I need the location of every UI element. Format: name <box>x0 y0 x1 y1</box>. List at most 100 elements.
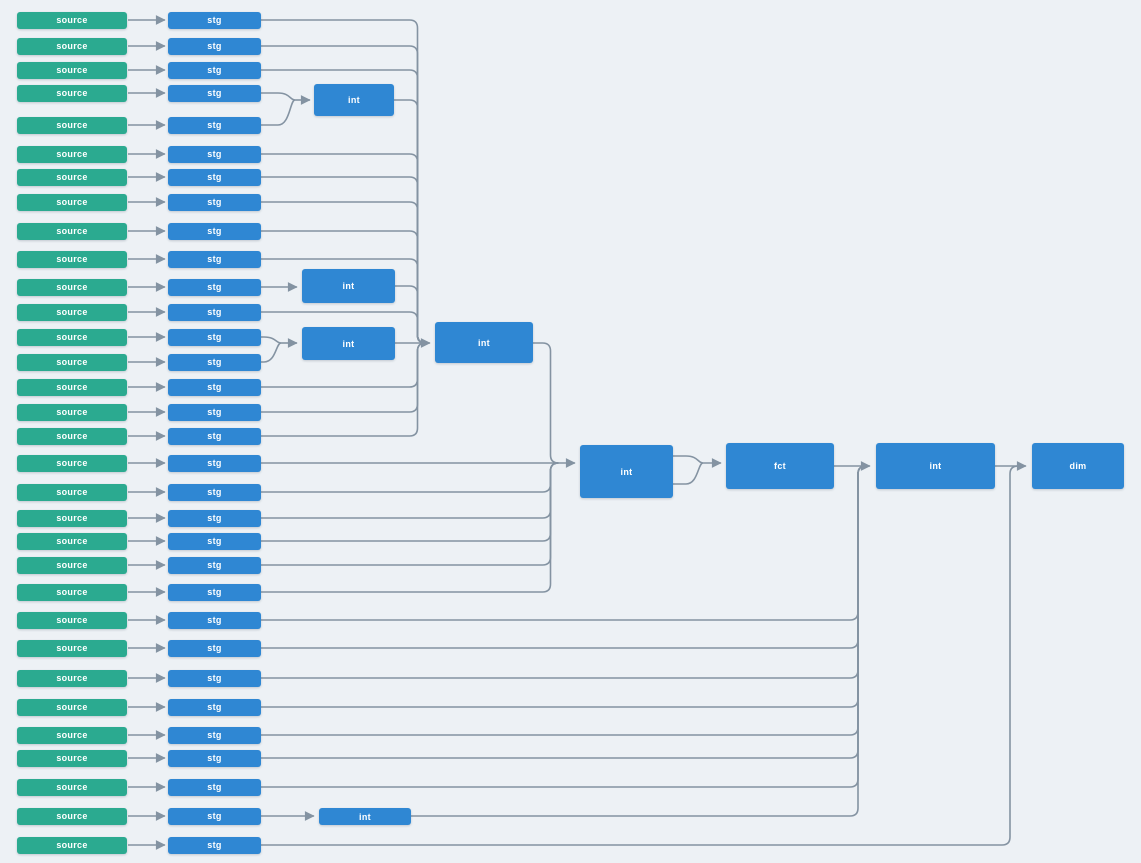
node-label: source <box>56 357 88 367</box>
node-label: stg <box>207 282 222 292</box>
node-source-32[interactable]: source <box>17 836 127 854</box>
node-int-e[interactable]: int <box>580 445 673 498</box>
node-label: int <box>342 281 355 291</box>
node-stg-5[interactable]: stg <box>168 116 261 134</box>
node-label: source <box>56 643 88 653</box>
node-source-3[interactable]: source <box>17 61 127 79</box>
node-source-17[interactable]: source <box>17 427 127 445</box>
node-stg-28[interactable]: stg <box>168 726 261 744</box>
node-label: source <box>56 254 88 264</box>
node-source-7[interactable]: source <box>17 168 127 186</box>
node-source-28[interactable]: source <box>17 726 127 744</box>
node-label: source <box>56 65 88 75</box>
node-source-14[interactable]: source <box>17 353 127 371</box>
node-stg-22[interactable]: stg <box>168 556 261 574</box>
node-int-d[interactable]: int <box>435 322 533 363</box>
node-stg-7[interactable]: stg <box>168 168 261 186</box>
node-source-13[interactable]: source <box>17 328 127 346</box>
node-stg-1[interactable]: stg <box>168 11 261 29</box>
node-int-f[interactable]: int <box>876 443 995 489</box>
node-stg-20[interactable]: stg <box>168 509 261 527</box>
node-label: stg <box>207 782 222 792</box>
node-stg-13[interactable]: stg <box>168 328 261 346</box>
node-source-16[interactable]: source <box>17 403 127 421</box>
node-stg-3[interactable]: stg <box>168 61 261 79</box>
node-label: stg <box>207 811 222 821</box>
node-int-c[interactable]: int <box>302 327 395 360</box>
node-source-12[interactable]: source <box>17 303 127 321</box>
node-stg-30[interactable]: stg <box>168 778 261 796</box>
node-stg-4[interactable]: stg <box>168 84 261 102</box>
node-stg-31[interactable]: stg <box>168 807 261 825</box>
node-stg-23[interactable]: stg <box>168 583 261 601</box>
edge <box>395 285 426 344</box>
node-label: source <box>56 811 88 821</box>
node-source-15[interactable]: source <box>17 378 127 396</box>
node-stg-10[interactable]: stg <box>168 250 261 268</box>
node-source-1[interactable]: source <box>17 11 127 29</box>
node-label: source <box>56 226 88 236</box>
node-source-29[interactable]: source <box>17 749 127 767</box>
node-stg-15[interactable]: stg <box>168 378 261 396</box>
node-stg-14[interactable]: stg <box>168 353 261 371</box>
node-label: source <box>56 407 88 417</box>
node-label: source <box>56 730 88 740</box>
node-stg-18[interactable]: stg <box>168 454 261 472</box>
node-stg-26[interactable]: stg <box>168 669 261 687</box>
node-stg-9[interactable]: stg <box>168 222 261 240</box>
node-stg-12[interactable]: stg <box>168 303 261 321</box>
node-label: dim <box>1069 461 1087 471</box>
node-stg-11[interactable]: stg <box>168 278 261 296</box>
node-source-8[interactable]: source <box>17 193 127 211</box>
node-source-11[interactable]: source <box>17 278 127 296</box>
node-source-23[interactable]: source <box>17 583 127 601</box>
node-stg-29[interactable]: stg <box>168 749 261 767</box>
node-source-25[interactable]: source <box>17 639 127 657</box>
node-stg-16[interactable]: stg <box>168 403 261 421</box>
node-stg-6[interactable]: stg <box>168 145 261 163</box>
node-label: stg <box>207 120 222 130</box>
node-label: int <box>929 461 942 471</box>
node-source-30[interactable]: source <box>17 778 127 796</box>
edge <box>261 465 867 621</box>
node-stg-17[interactable]: stg <box>168 427 261 445</box>
node-source-27[interactable]: source <box>17 698 127 716</box>
edge <box>261 462 559 519</box>
node-source-4[interactable]: source <box>17 84 127 102</box>
node-source-22[interactable]: source <box>17 556 127 574</box>
node-int-a[interactable]: int <box>314 84 394 116</box>
node-source-26[interactable]: source <box>17 669 127 687</box>
node-source-18[interactable]: source <box>17 454 127 472</box>
node-source-5[interactable]: source <box>17 116 127 134</box>
node-source-20[interactable]: source <box>17 509 127 527</box>
node-fct[interactable]: fct <box>726 443 834 489</box>
node-source-24[interactable]: source <box>17 611 127 629</box>
edge <box>261 465 867 759</box>
node-int-b[interactable]: int <box>302 269 395 303</box>
node-stg-27[interactable]: stg <box>168 698 261 716</box>
node-source-2[interactable]: source <box>17 37 127 55</box>
node-stg-32[interactable]: stg <box>168 836 261 854</box>
node-source-9[interactable]: source <box>17 222 127 240</box>
node-label: source <box>56 702 88 712</box>
node-label: stg <box>207 840 222 850</box>
node-stg-25[interactable]: stg <box>168 639 261 657</box>
node-label: stg <box>207 615 222 625</box>
node-source-6[interactable]: source <box>17 145 127 163</box>
node-label: stg <box>207 643 222 653</box>
node-stg-2[interactable]: stg <box>168 37 261 55</box>
node-stg-24[interactable]: stg <box>168 611 261 629</box>
node-int-g[interactable]: int <box>319 808 411 825</box>
node-label: source <box>56 332 88 342</box>
node-stg-19[interactable]: stg <box>168 483 261 501</box>
node-stg-21[interactable]: stg <box>168 532 261 550</box>
node-source-31[interactable]: source <box>17 807 127 825</box>
node-source-21[interactable]: source <box>17 532 127 550</box>
node-stg-8[interactable]: stg <box>168 193 261 211</box>
node-dim[interactable]: dim <box>1032 443 1124 489</box>
node-label: stg <box>207 149 222 159</box>
node-source-10[interactable]: source <box>17 250 127 268</box>
node-source-19[interactable]: source <box>17 483 127 501</box>
